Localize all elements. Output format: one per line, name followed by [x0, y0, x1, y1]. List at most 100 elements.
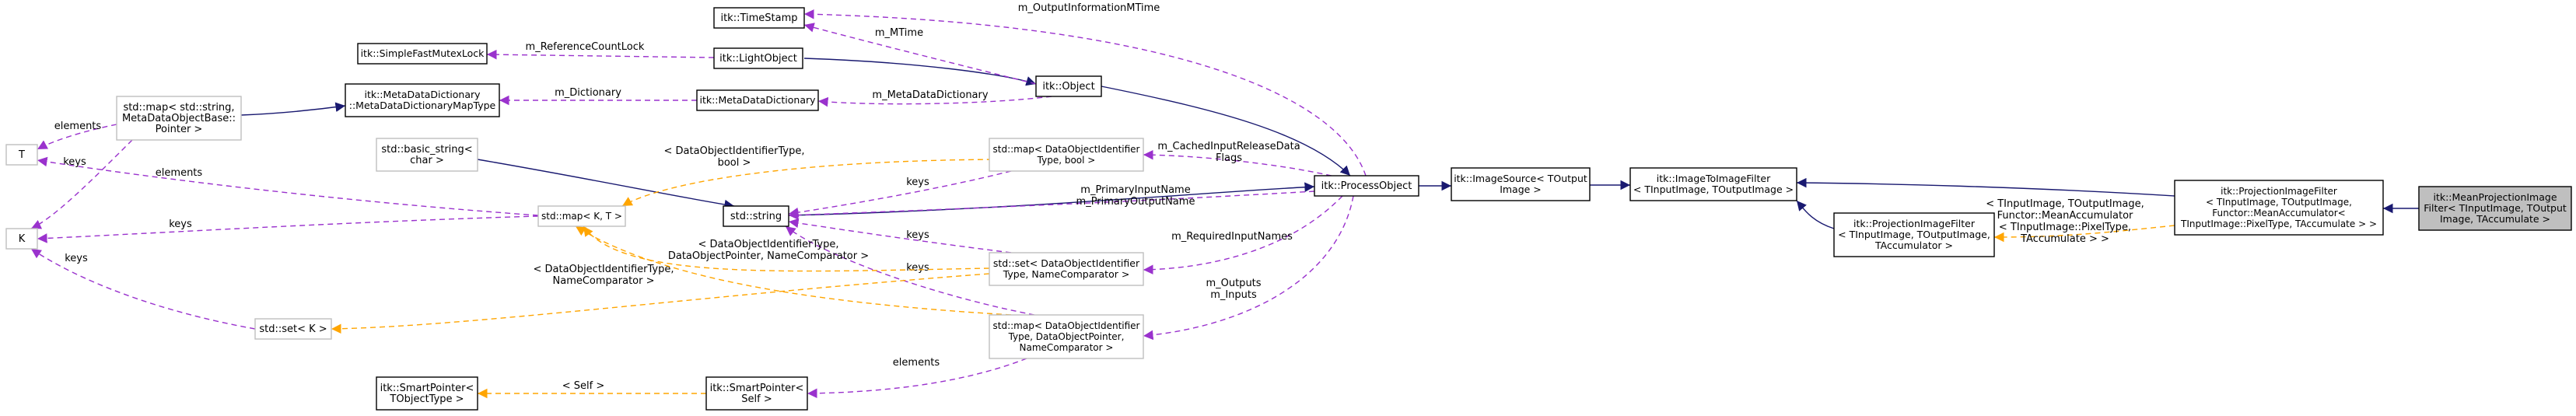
edge-label-keys-string-map-pointer: keys	[906, 262, 929, 274]
node-box	[705, 376, 808, 411]
template-edge	[621, 159, 1012, 207]
edge-label-required-input-names: m_RequiredInputNames	[1171, 231, 1293, 243]
node-process-object[interactable]: itk::ProcessObject	[1314, 175, 1419, 197]
edge-label-tmpl-set: < DataObjectIdentifierType,NameComparato…	[534, 264, 674, 287]
node-label: itk::SimpleFastMutexLock	[361, 47, 485, 59]
edge-label-mtime: m_MTime	[875, 27, 923, 39]
node-smartpointer-self[interactable]: itk::SmartPointer<Self >	[705, 376, 808, 411]
inherit-edge	[240, 102, 346, 116]
node-box	[696, 89, 819, 111]
member-edge	[37, 124, 117, 150]
node-box	[989, 314, 1144, 359]
node-label: std::basic_string<char >	[381, 144, 472, 166]
node-label: itk::ProjectionImageFilter< TInputImage,…	[2180, 186, 2377, 229]
node-metadata-dictionary[interactable]: itk::MetaDataDictionary	[696, 89, 819, 111]
node-box	[1035, 75, 1102, 97]
edge-label-tmpl-self: < Self >	[562, 380, 605, 392]
node-box	[713, 7, 805, 29]
member-edge	[788, 170, 1012, 218]
node-label: itk::SmartPointer<TObjectType >	[380, 383, 474, 405]
node-box	[989, 138, 1144, 172]
member-edge	[1143, 195, 1354, 341]
inherit-edge	[1796, 200, 1835, 229]
node-timestamp[interactable]: itk::TimeStamp	[713, 7, 805, 29]
member-edge	[1143, 195, 1343, 275]
template-edge	[1993, 225, 2175, 243]
node-label: itk::ProcessObject	[1321, 180, 1412, 192]
edge-label-dictionary: m_Dictionary	[555, 87, 621, 99]
node-K[interactable]: K	[5, 228, 38, 250]
member-edge	[803, 9, 1367, 177]
edge-label-reference-count-lock: m_ReferenceCountLock	[526, 41, 645, 53]
edge-label-keys-map-K: keys	[169, 218, 192, 230]
member-edge	[37, 215, 539, 243]
inherit-edge	[477, 159, 735, 210]
node-box	[5, 144, 38, 166]
node-label: std::map< std::string,MetaDataObjectBase…	[122, 102, 236, 135]
inherit-edge	[1796, 177, 2175, 197]
node-label: K	[19, 233, 26, 245]
template-edge	[583, 225, 990, 272]
member-edge	[803, 23, 1037, 85]
node-std-set-K[interactable]: std::set< K >	[254, 318, 332, 340]
node-label: itk::Object	[1042, 81, 1094, 93]
node-box	[1451, 167, 1591, 201]
member-edge	[30, 248, 256, 330]
node-box	[1833, 212, 1995, 257]
member-edge	[785, 225, 1035, 316]
member-edge	[817, 96, 1052, 107]
node-label: T	[18, 149, 25, 161]
member-edge	[30, 139, 133, 229]
node-projection-image-filter-instance[interactable]: itk::ProjectionImageFilter< TInputImage,…	[2174, 180, 2384, 236]
template-edge	[575, 225, 1012, 316]
edge-label-keys-set-K: keys	[65, 253, 88, 264]
node-box	[989, 252, 1144, 286]
edge-label-tmpl-mean-accumulator: < TInputImage, TOutputImage,Functor::Mea…	[1986, 198, 2144, 245]
node-box	[376, 138, 478, 172]
node-box	[1629, 167, 1797, 201]
node-light-object[interactable]: itk::LightObject	[713, 47, 803, 69]
node-box	[1314, 175, 1419, 197]
edge-label-keys-string-set: keys	[906, 229, 929, 241]
node-image-to-image-filter[interactable]: itk::ImageToImageFilter< TInputImage, TO…	[1629, 167, 1797, 201]
node-object[interactable]: itk::Object	[1035, 75, 1102, 97]
node-box	[723, 205, 789, 227]
edge-label-keys-string-map-bool: keys	[906, 177, 929, 188]
node-basic-string[interactable]: std::basic_string<char >	[376, 138, 478, 172]
node-smartpointer-tobjecttype[interactable]: itk::SmartPointer<TObjectType >	[376, 376, 478, 411]
node-simple-fast-mutex-lock[interactable]: itk::SimpleFastMutexLock	[357, 43, 488, 65]
edge-label-elements-T: elements	[54, 121, 102, 132]
node-metadata-dictionary-maptype[interactable]: itk::MetaDataDictionary::MetaDataDiction…	[345, 83, 500, 117]
node-box	[254, 318, 332, 340]
node-box	[345, 83, 500, 117]
node-box	[2174, 180, 2384, 236]
node-label: itk::LightObject	[719, 53, 797, 65]
node-projection-image-filter-template[interactable]: itk::ProjectionImageFilter< TInputImage,…	[1833, 212, 1995, 257]
node-label: itk::TimeStamp	[720, 12, 797, 24]
node-box	[2418, 186, 2572, 231]
member-edge	[486, 49, 715, 60]
node-std-map-string-metadataobjectbase[interactable]: std::map< std::string,MetaDataObjectBase…	[116, 96, 242, 141]
node-T[interactable]: T	[5, 144, 38, 166]
node-box	[713, 47, 803, 69]
node-box	[537, 205, 626, 227]
node-std-string[interactable]: std::string	[723, 205, 789, 227]
edge-label-metadata-dictionary-member: m_MetaDataDictionary	[872, 89, 988, 101]
member-edge	[807, 358, 1027, 399]
node-std-map-K-T[interactable]: std::map< K, T >	[537, 205, 626, 227]
inherit-edge	[803, 58, 1037, 86]
node-box	[357, 43, 488, 65]
node-label: itk::MetaDataDictionary	[699, 94, 816, 106]
